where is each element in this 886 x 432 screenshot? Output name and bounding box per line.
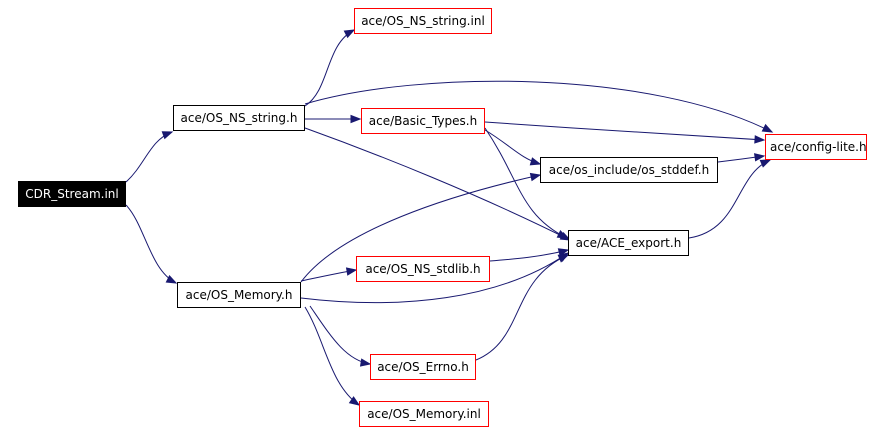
edge-os-errno-h-to-ace-export-h [475, 254, 570, 361]
arrowhead-icon [343, 29, 356, 39]
arrowhead-icon [529, 157, 542, 166]
arrowhead-icon [359, 358, 372, 367]
edge-basic-types-h-to-ace-export-h [484, 127, 569, 239]
node-ace-export-h[interactable]: ace/ACE_export.h [568, 230, 689, 256]
node-cdr-stream-inl[interactable]: CDR_Stream.inl [18, 181, 126, 207]
edge-os-memory-h-to-os-errno-h [309, 305, 372, 367]
edge-basic-types-h-to-os-stddef-h [484, 129, 542, 166]
arrowhead-icon [557, 248, 570, 257]
arrowhead-icon [350, 114, 362, 124]
node-os-ns-stdlib-h[interactable]: ace/OS_NS_stdlib.h [356, 256, 490, 282]
arrowhead-icon [529, 172, 542, 182]
edge-cdr-stream-inl-to-os-memory-h [125, 204, 178, 284]
edge-line [304, 127, 571, 241]
node-basic-types-h[interactable]: ace/Basic_Types.h [361, 108, 485, 134]
arrowhead-icon [761, 123, 774, 133]
node-os-ns-string-h[interactable]: ace/OS_NS_string.h [173, 105, 305, 131]
edge-line [475, 254, 569, 361]
edge-line [304, 80, 773, 133]
edge-ace-export-h-to-config-lite-h [688, 159, 772, 239]
node-os-stddef-h[interactable]: ace/os_include/os_stddef.h [540, 157, 718, 183]
node-os-errno-h[interactable]: ace/OS_Errno.h [370, 354, 476, 380]
arrowhead-icon [165, 274, 178, 284]
edge-os-ns-string-h-to-ace-export-h [304, 127, 572, 241]
edge-line [489, 249, 569, 262]
node-os-memory-h[interactable]: ace/OS_Memory.h [177, 282, 301, 308]
edge-os-ns-string-h-to-config-lite-h [304, 80, 774, 133]
edge-line [304, 29, 355, 107]
node-os-memory-inl[interactable]: ace/OS_Memory.inl [359, 401, 489, 427]
edge-line [484, 121, 765, 141]
edge-line [300, 174, 541, 283]
edge-line [125, 204, 177, 284]
arrowhead-icon [557, 254, 570, 263]
edge-line [484, 127, 568, 239]
edge-os-ns-string-h-to-basic-types-h [304, 114, 362, 124]
edge-cdr-stream-inl-to-os-ns-string-h [125, 131, 174, 183]
arrowhead-icon [556, 230, 569, 239]
arrowhead-icon [759, 159, 772, 168]
arrowhead-icon [345, 267, 358, 276]
edge-os-memory-h-to-os-memory-inl [304, 306, 361, 406]
edge-line [304, 306, 360, 406]
edge-line [125, 131, 173, 183]
arrowhead-icon [161, 131, 174, 140]
edge-os-ns-stdlib-h-to-ace-export-h [489, 248, 570, 262]
arrowhead-icon [753, 153, 766, 162]
edge-line [309, 305, 371, 365]
edge-os-memory-h-to-os-stddef-h [300, 172, 542, 283]
edge-os-ns-string-h-to-os-ns-string-inl [304, 29, 356, 107]
arrowhead-icon [348, 396, 361, 406]
node-config-lite-h[interactable]: ace/config-lite.h [765, 134, 867, 160]
node-os-ns-string-inl[interactable]: ace/OS_NS_string.inl [354, 8, 492, 34]
edge-os-memory-h-to-os-ns-stdlib-h [300, 267, 358, 282]
edge-line [300, 252, 569, 304]
arrowhead-icon [754, 135, 766, 144]
edge-basic-types-h-to-config-lite-h [484, 121, 766, 144]
edge-os-stddef-h-to-config-lite-h [717, 153, 766, 163]
edge-line [688, 159, 771, 239]
